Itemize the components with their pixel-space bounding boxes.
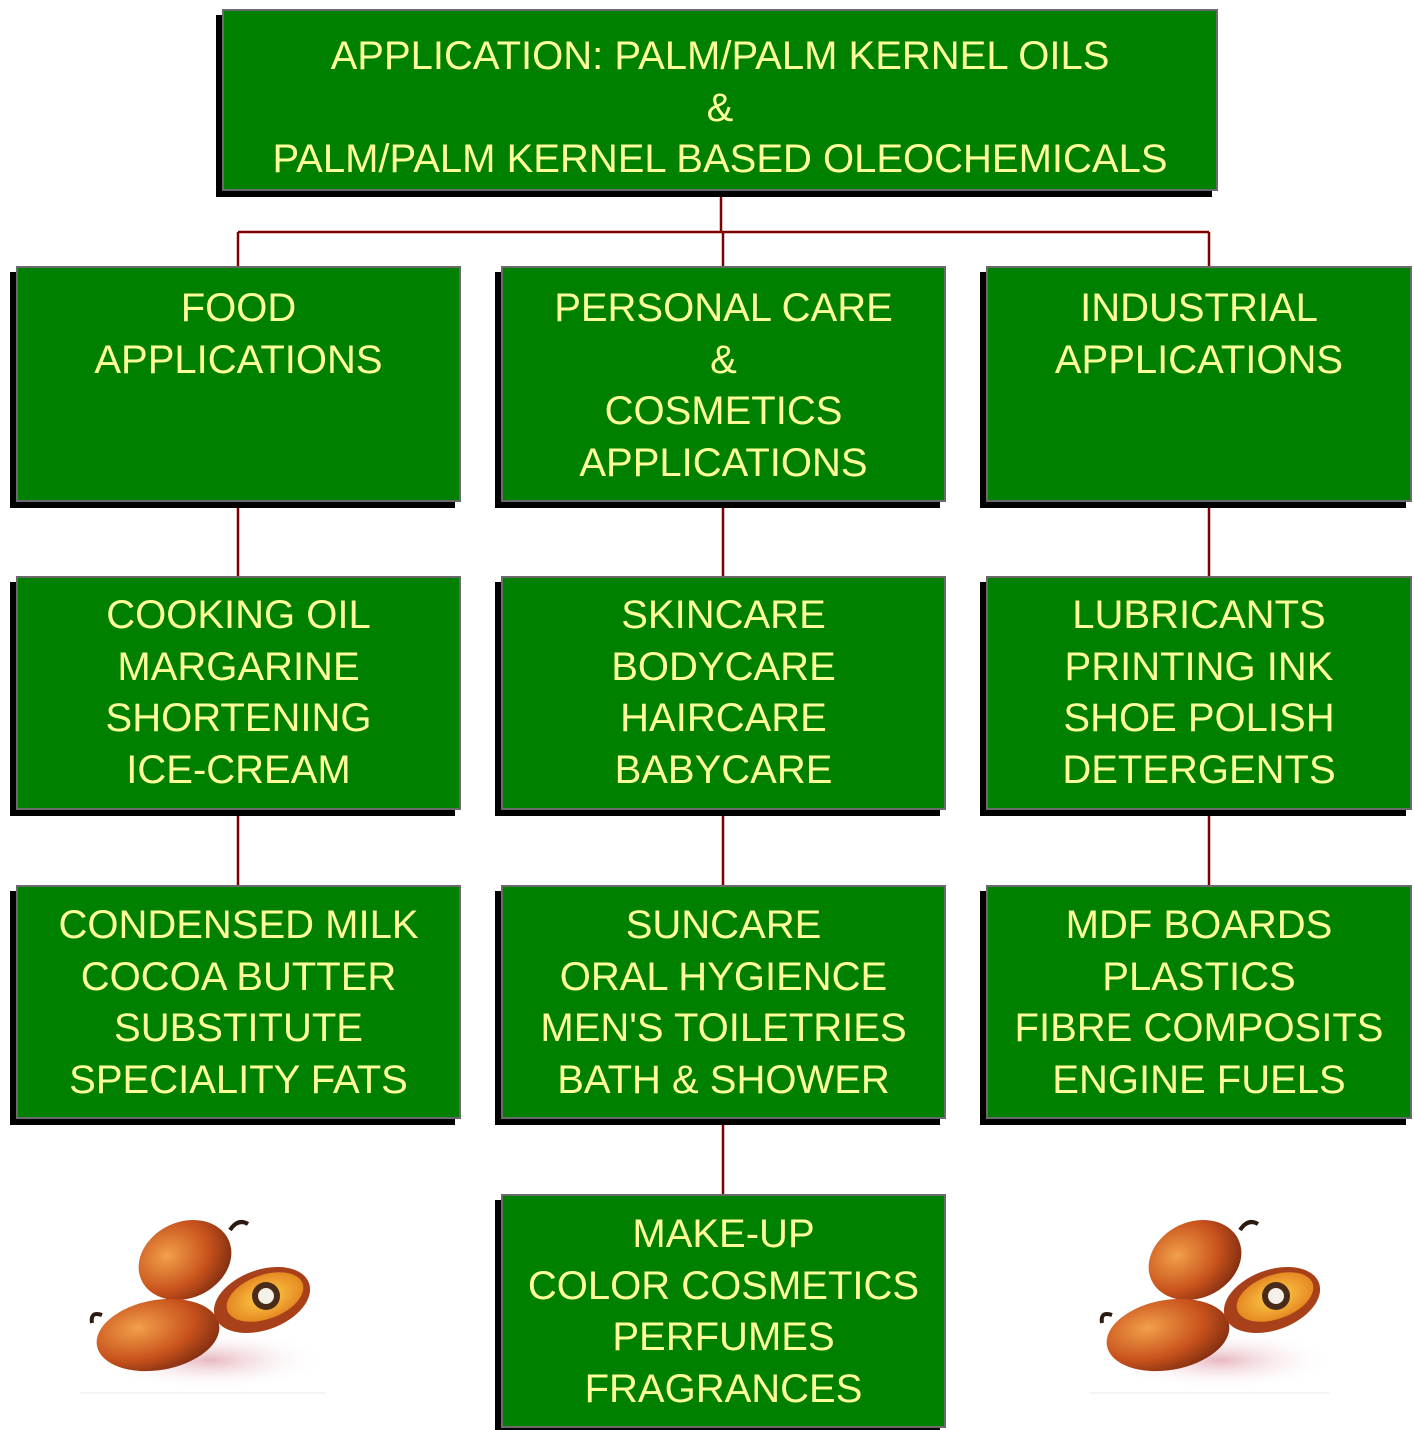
item-text: SUBSTITUTE: [114, 1006, 363, 1050]
root-line: PALM/PALM KERNEL BASED OLEOCHEMICALS: [272, 137, 1168, 181]
personal-care-group-1-box: SKINCARE BODYCARE HAIRCARE BABYCARE: [501, 576, 946, 810]
item-text: COCOA BUTTER: [80, 954, 397, 999]
item-text: CONDENSED MILK: [58, 903, 419, 947]
personal-care-group-3-box: MAKE-UP COLOR COSMETICS PERFUMES FRAGRAN…: [501, 1194, 946, 1428]
item-text: COOKING OIL: [106, 593, 371, 637]
header-line: APPLICATIONS: [1054, 337, 1344, 382]
personal-care-group-2-box: SUNCARE ORAL HYGIENCE MEN'S TOILETRIES B…: [501, 885, 946, 1119]
personal-care-applications-box: PERSONAL CARE & COSMETICS APPLICATIONS: [501, 266, 946, 502]
item-text: MAKE-UP: [632, 1212, 815, 1256]
item-text: SPECIALITY FATS: [69, 1057, 408, 1102]
header-line: APPLICATIONS: [579, 440, 868, 485]
industrial-group-2-box: MDF BOARDS PLASTICS FIBRE COMPOSITS ENGI…: [986, 885, 1412, 1119]
item-text: SHOE POLISH: [1063, 696, 1335, 740]
header-line: FOOD: [180, 286, 297, 330]
item-text: DETERGENTS: [1062, 747, 1336, 792]
item-text: BABYCARE: [614, 747, 833, 792]
header-line: COSMETICS: [604, 389, 843, 433]
item-text: HAIRCARE: [620, 696, 827, 740]
item-text: MDF BOARDS: [1065, 903, 1333, 947]
item-text: FRAGRANCES: [584, 1366, 863, 1411]
item-text: PERFUMES: [612, 1315, 835, 1359]
item-text: ENGINE FUELS: [1052, 1057, 1346, 1102]
item-text: FIBRE COMPOSITS: [1014, 1006, 1384, 1050]
header-line: &: [710, 337, 737, 382]
item-text: ORAL HYGIENCE: [559, 954, 888, 999]
item-text: ICE-CREAM: [126, 747, 351, 792]
item-text: COLOR COSMETICS: [527, 1263, 920, 1308]
item-text: BODYCARE: [611, 644, 836, 689]
food-group-1-box: COOKING OIL MARGARINE SHORTENING ICE-CRE…: [16, 576, 461, 810]
item-text: MEN'S TOILETRIES: [540, 1006, 907, 1050]
item-text: MARGARINE: [117, 644, 360, 689]
industrial-group-1-box: LUBRICANTS PRINTING INK SHOE POLISH DETE…: [986, 576, 1412, 810]
item-text: PRINTING INK: [1064, 644, 1334, 689]
item-text: BATH & SHOWER: [557, 1057, 890, 1102]
header-line: APPLICATIONS: [94, 337, 383, 382]
industrial-applications-box: INDUSTRIAL APPLICATIONS: [986, 266, 1412, 502]
root-box: APPLICATION: PALM/PALM KERNEL OILS & PAL…: [222, 9, 1218, 191]
item-text: PLASTICS: [1102, 954, 1296, 999]
item-text: SHORTENING: [105, 696, 372, 740]
palm-fruit-image-left: [80, 1220, 325, 1394]
item-text: SUNCARE: [625, 903, 822, 947]
item-text: SKINCARE: [621, 593, 826, 637]
header-line: PERSONAL CARE: [554, 286, 893, 330]
food-applications-box: FOOD APPLICATIONS: [16, 266, 461, 502]
header-line: INDUSTRIAL: [1080, 286, 1318, 330]
root-line: APPLICATION: PALM/PALM KERNEL OILS: [330, 34, 1110, 78]
root-line: &: [706, 85, 734, 130]
item-text: LUBRICANTS: [1072, 593, 1326, 637]
food-group-2-box: CONDENSED MILK COCOA BUTTER SUBSTITUTE S…: [16, 885, 461, 1119]
palm-fruit-image-right: [1090, 1220, 1335, 1394]
